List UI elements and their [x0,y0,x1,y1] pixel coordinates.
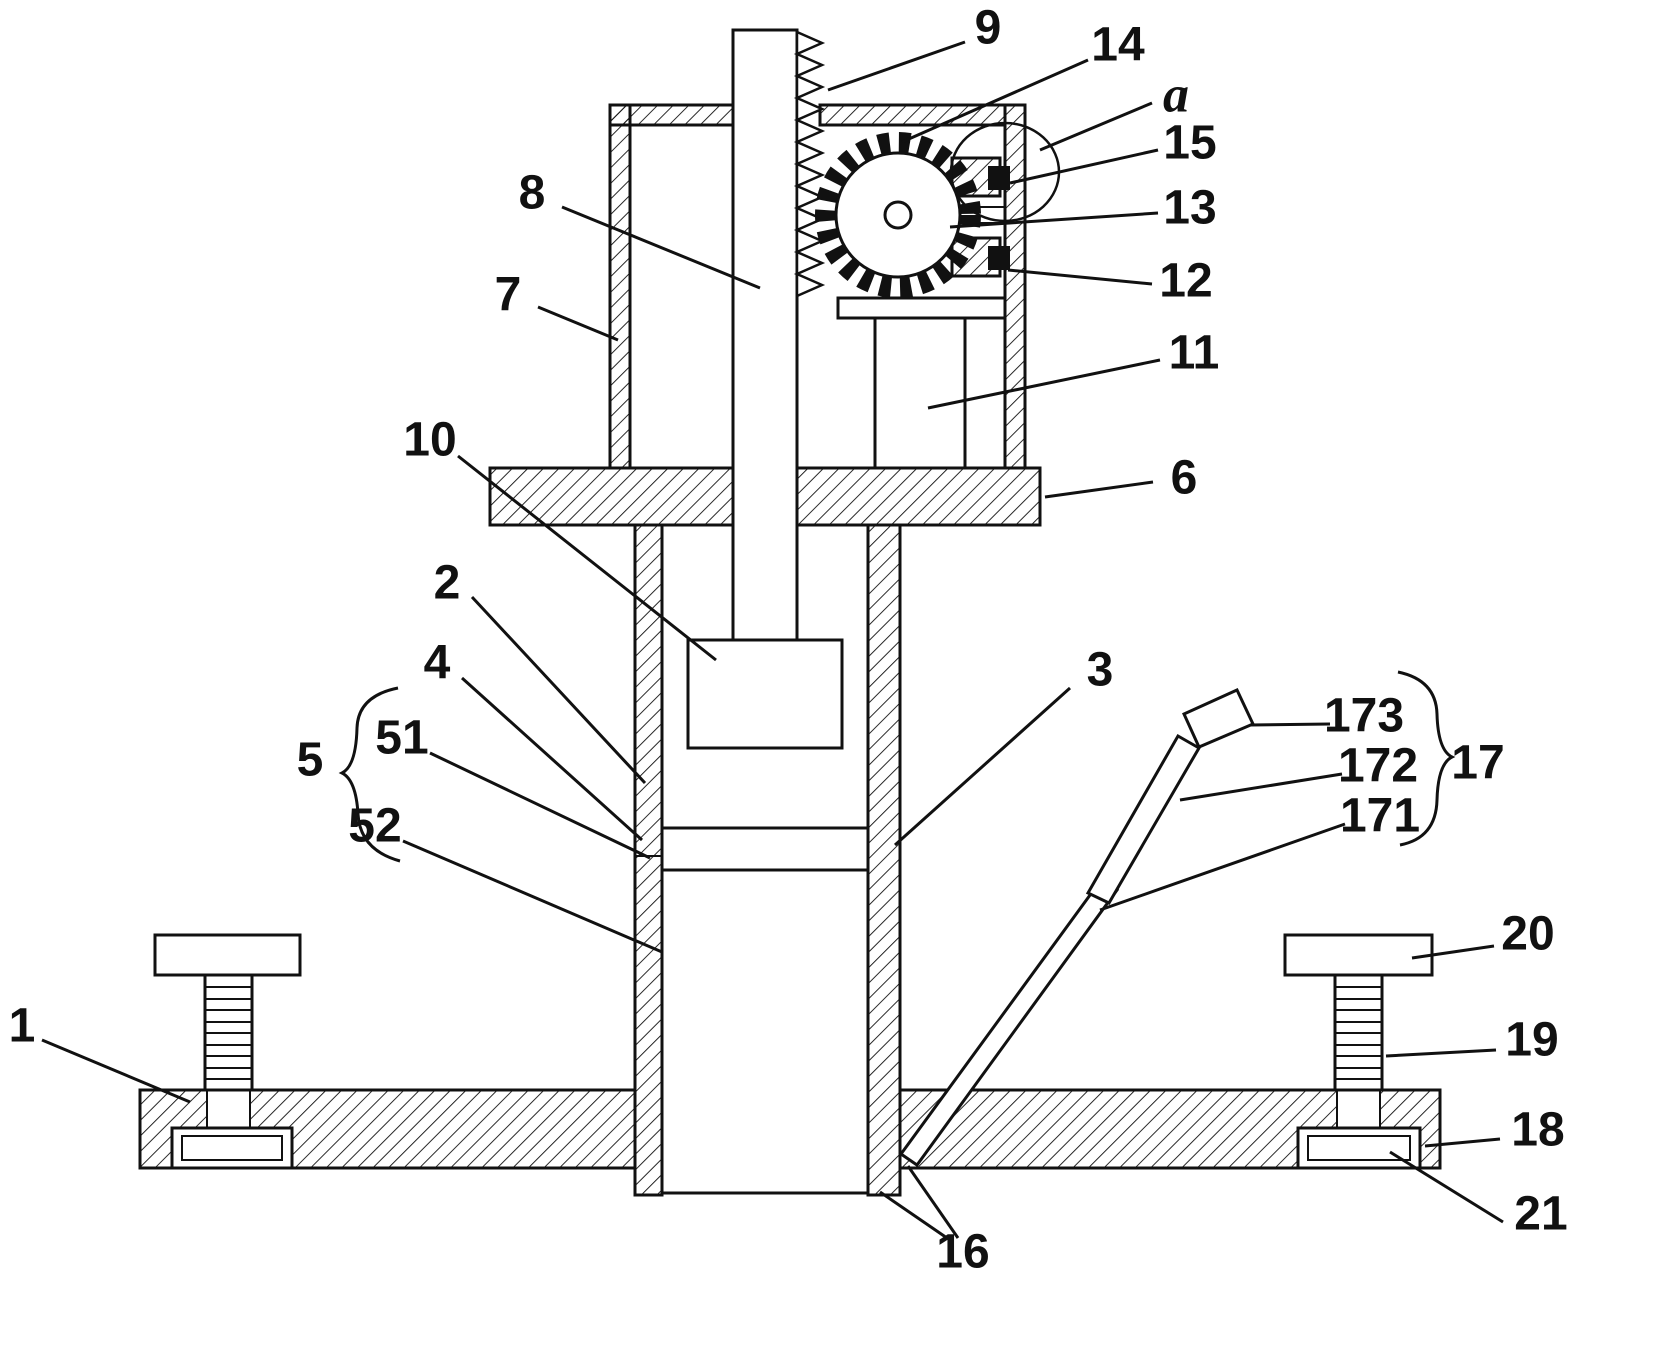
label-12: 12 [1159,255,1212,308]
label-52: 52 [348,800,401,853]
bearing-12-pad [988,246,1010,270]
label-2: 2 [434,557,461,610]
bearing-15-pad [988,166,1010,190]
leader-a [1039,101,1153,152]
label-17: 17 [1451,737,1504,790]
leader-16a [879,1190,948,1240]
brace-5 [338,686,401,863]
label-7: 7 [495,269,522,322]
label-21: 21 [1514,1188,1567,1241]
leader-172 [1179,772,1343,802]
leader-51 [429,751,651,860]
support-11 [836,296,1007,470]
rack-teeth-9 [793,30,826,298]
thread-lines [1335,986,1382,1080]
leader-15 [1009,148,1159,185]
base-plate-1 [138,1088,1442,1170]
screw-foot-plate-21 [1296,1126,1422,1170]
leader-52 [402,839,663,954]
leader-7 [537,305,619,342]
clamp-screw-right [1283,933,1434,1170]
label-1: 1 [9,1000,36,1053]
screw-through-base [207,1090,250,1130]
label-16: 16 [936,1226,989,1279]
label-8: 8 [519,167,546,220]
label-15: 15 [1163,117,1216,170]
piston-3 [660,826,870,872]
label-18: 18 [1511,1104,1564,1157]
lever-rod-172 [1085,733,1202,905]
leader-2 [470,595,647,785]
label-20: 20 [1501,908,1554,961]
column-right-wall [866,523,902,1197]
housing-top-left [608,103,735,127]
leader-21 [1389,1150,1504,1224]
support-column [873,316,967,470]
gear-teeth-ring [815,132,981,298]
leader-11 [927,358,1161,410]
leader-lines [41,40,1504,1240]
label-6: 6 [1171,452,1198,505]
label-4: 4 [424,637,451,690]
label-173: 173 [1324,690,1404,743]
leader-20 [1411,944,1495,960]
leader-13 [949,211,1159,229]
motor-assembly [950,156,1010,278]
gear-13 [815,132,981,298]
label-13: 13 [1163,182,1216,235]
leader-1 [41,1038,191,1104]
leader-18 [1424,1137,1501,1148]
block-10 [686,638,844,750]
leader-6 [1044,480,1154,499]
leader-16b [906,1165,960,1239]
label-10: 10 [403,414,456,467]
gear-hub [883,200,913,230]
housing-top-right [818,103,1007,127]
leader-19 [1385,1048,1497,1058]
column-left-wall [633,523,664,1197]
label-51: 51 [375,712,428,765]
leader-12 [1007,268,1153,286]
label-14: 14 [1091,19,1145,72]
lever-head-173 [1182,688,1256,749]
label-a: a [1163,67,1189,124]
label-19: 19 [1505,1014,1558,1067]
label-172: 172 [1338,740,1418,793]
labels: 9 14 a 15 13 12 11 6 8 7 10 2 4 5 51 52 … [9,2,1568,1279]
support-bar [836,296,1007,320]
label-171: 171 [1340,790,1420,843]
clamp-screw-left [153,933,302,1170]
leader-4 [460,676,644,842]
leader-8 [561,205,761,290]
machine-drawing [138,28,1442,1197]
leader-3 [893,686,1072,847]
screw-head [153,933,302,977]
housing-right-wall [1003,103,1027,470]
housing-left-wall [608,103,632,470]
column-walls [633,523,902,1197]
screw-head-20 [1283,933,1434,977]
thread-lines [205,986,252,1080]
screw-foot-inner-18 [1307,1135,1411,1161]
label-11: 11 [1169,327,1220,380]
brace-17 [1397,670,1456,847]
screw-foot-inner [181,1135,283,1161]
screw-foot-plate [170,1126,294,1170]
label-9: 9 [975,2,1002,55]
leader-173 [1249,722,1331,727]
rod-8 [731,28,799,642]
leader-9 [827,40,966,92]
lever-17 [898,688,1256,1168]
label-3: 3 [1087,644,1114,697]
leader-10 [457,454,717,662]
leader-14 [901,58,1089,144]
label-5: 5 [297,734,324,787]
leader-171 [1099,822,1346,912]
screw-through-base [1337,1090,1380,1130]
